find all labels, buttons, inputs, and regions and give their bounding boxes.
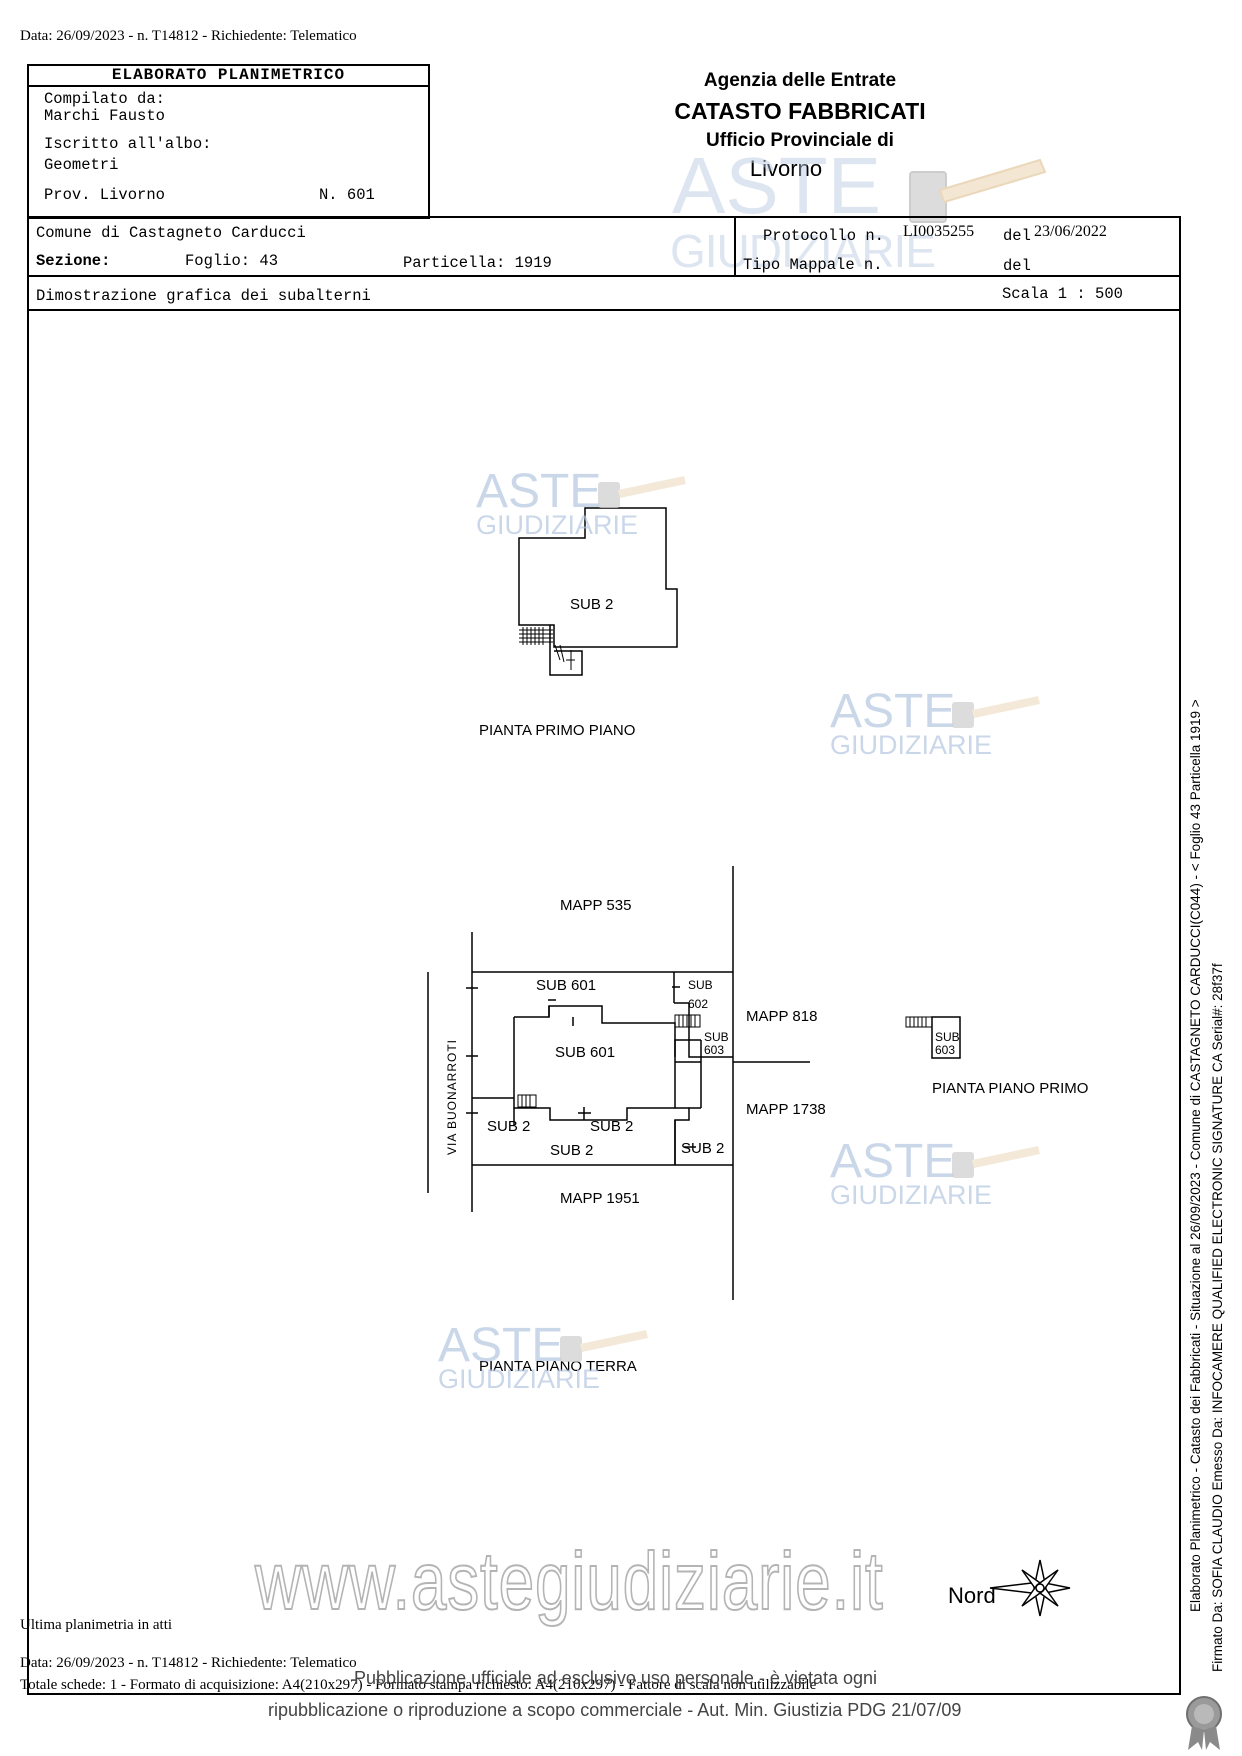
ultima-planimetria: Ultima planimetria in atti	[20, 1617, 173, 1633]
particella-value: Particella: 1919	[403, 254, 552, 272]
watermark-giudiziarie-1: GIUDIZIARIE	[476, 510, 639, 540]
sub2-bottom-label: SUB 2	[550, 1142, 594, 1159]
dimostrazione-text: Dimostrazione grafica dei subalterni	[36, 287, 371, 305]
mapp-1738-label: MAPP 1738	[746, 1101, 826, 1118]
footer-totale: Totale schede: 1 - Formato di acquisizio…	[20, 1677, 817, 1693]
side-text-firmato: Firmato Da: SOFIA CLAUDIO Emesso Da: INF…	[1210, 963, 1225, 1672]
header-date-line: Data: 26/09/2023 - n. T14812 - Richieden…	[20, 28, 357, 44]
header-watermark-giudiziarie: GIUDIZIARIE	[670, 225, 936, 277]
watermark-giudiziarie-4: GIUDIZIARIE	[438, 1364, 601, 1394]
sub601-top-label: SUB 601	[536, 977, 597, 994]
protocollo-label: Protocollo n.	[763, 227, 884, 245]
pubblicazione-line2: ripubblicazione o riproduzione a scopo c…	[268, 1700, 962, 1720]
pubblicazione-line1: Pubblicazione ufficiale ad esclusivo uso…	[354, 1668, 877, 1688]
seal-icon	[1186, 1696, 1222, 1750]
mapp-535-label: MAPP 535	[560, 897, 632, 914]
elaborato-title: ELABORATO PLANIMETRICO	[27, 64, 430, 87]
watermark-aste-4: ASTE	[438, 1319, 564, 1372]
scala-value: Scala 1 : 500	[1002, 285, 1123, 303]
pianta-piano-terra-title: PIANTA PIANO TERRA	[479, 1358, 637, 1375]
albo-value: Geometri	[44, 156, 119, 174]
pianta-piano-primo-title: PIANTA PIANO PRIMO	[932, 1080, 1089, 1097]
city-name: Livorno	[749, 156, 823, 181]
catasto-title: CATASTO FABBRICATI	[674, 98, 926, 124]
sub603-label-b: 603	[704, 1043, 725, 1057]
sub601-center-label: SUB 601	[555, 1044, 616, 1061]
watermark-aste-1: ASTE	[476, 465, 602, 518]
compilato-name: Marchi Fausto	[44, 107, 165, 125]
pianta-primo-piano-title: PIANTA PRIMO PIANO	[479, 722, 636, 739]
nord-label: Nord	[948, 1583, 996, 1608]
info-divider	[734, 216, 736, 277]
protocollo-value: LI0035255	[903, 223, 975, 240]
mapp-1951-label: MAPP 1951	[560, 1190, 640, 1207]
ufficio-label: Ufficio Provinciale di	[706, 130, 894, 151]
tipo-mappale-label: Tipo Mappale n.	[743, 256, 883, 274]
protocollo-date: 23/06/2022	[1034, 223, 1107, 240]
agency-name: Agenzia delle Entrate	[703, 70, 897, 91]
watermark-giudiziarie-2: GIUDIZIARIE	[830, 730, 993, 760]
url-watermark: www.astegiudiziarie.it	[254, 1535, 884, 1628]
comune-value: Comune di Castagneto Carducci	[36, 224, 306, 242]
del-label-1: del	[1003, 227, 1031, 245]
sezione-label: Sezione:	[36, 252, 111, 270]
sub2-mid-label: SUB 2	[590, 1118, 634, 1135]
iscritto-label: Iscritto all'albo:	[44, 135, 212, 153]
numero-value: N. 601	[319, 186, 375, 204]
side-sub603-label-b: 603	[935, 1043, 956, 1057]
sub602-label-b: 602	[688, 997, 709, 1011]
sub2-left-label: SUB 2	[487, 1118, 531, 1135]
side-sub603-label-a: SUB	[935, 1030, 960, 1044]
foglio-value: Foglio: 43	[185, 252, 279, 270]
footer-data-line: Data: 26/09/2023 - n. T14812 - Richieden…	[20, 1655, 357, 1671]
sub602-label-a: SUB	[688, 978, 713, 992]
compilato-label: Compilato da:	[44, 90, 165, 108]
sub603-label-a: SUB	[704, 1030, 729, 1044]
prov-value: Prov. Livorno	[44, 186, 165, 204]
sub2-right-label: SUB 2	[681, 1140, 725, 1157]
mapp-818-label: MAPP 818	[746, 1008, 818, 1025]
header-watermark-aste: ASTE	[672, 141, 881, 230]
del-label-2: del	[1003, 257, 1031, 275]
watermark-giudiziarie-3: GIUDIZIARIE	[830, 1180, 993, 1210]
drawing-frame	[27, 309, 1181, 1695]
watermark-aste-2: ASTE	[830, 685, 956, 738]
side-text-situazione: Elaborato Planimetrico - Catasto dei Fab…	[1188, 699, 1203, 1612]
watermark-aste-3: ASTE	[830, 1135, 956, 1188]
primo-sub2-label: SUB 2	[570, 596, 614, 613]
elaborato-box	[27, 64, 430, 219]
header-gavel-icon	[909, 158, 1047, 223]
